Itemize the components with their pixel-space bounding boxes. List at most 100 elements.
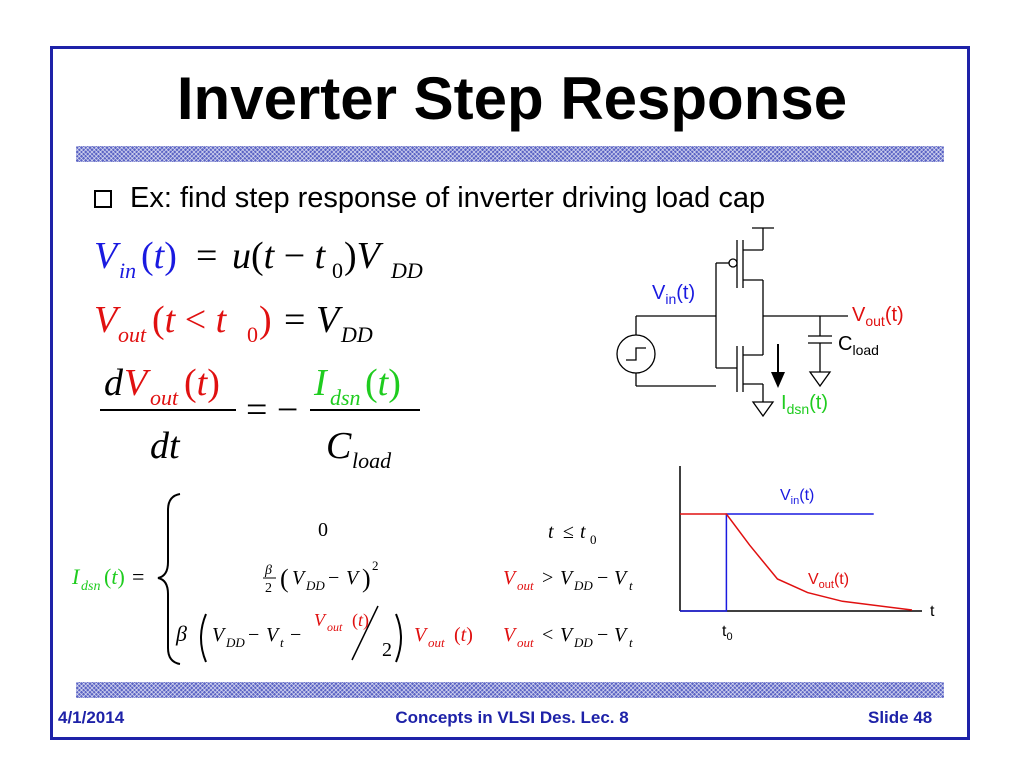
svg-text:(t): (t) bbox=[365, 362, 401, 404]
svg-text:0: 0 bbox=[332, 258, 343, 283]
footer-course: Concepts in VLSI Des. Lec. 8 bbox=[395, 708, 629, 727]
bullet-text: Ex: find step response of inverter drivi… bbox=[130, 182, 766, 214]
svg-text:≤: ≤ bbox=[563, 521, 574, 543]
svg-text:=: = bbox=[196, 235, 217, 277]
svg-text:V: V bbox=[316, 299, 343, 341]
svg-text:dt: dt bbox=[150, 425, 181, 467]
svg-text:load: load bbox=[352, 448, 392, 473]
vout-waveform bbox=[680, 513, 913, 611]
svg-text:−: − bbox=[290, 624, 301, 646]
svg-text:DD: DD bbox=[305, 578, 325, 593]
svg-text:V: V bbox=[124, 362, 151, 404]
checkbox-bullet-icon bbox=[94, 190, 112, 208]
svg-text:I: I bbox=[71, 564, 81, 589]
svg-text:out: out bbox=[517, 635, 534, 650]
svg-text:t: t bbox=[280, 635, 284, 650]
svg-text:t: t bbox=[580, 521, 586, 543]
bullet-item: Ex: find step response of inverter drivi… bbox=[94, 182, 765, 215]
svg-text:V: V bbox=[292, 567, 307, 589]
svg-text:(t): (t) bbox=[104, 564, 125, 589]
svg-text:dsn: dsn bbox=[330, 385, 361, 410]
svg-text:−: − bbox=[248, 624, 259, 646]
svg-text:out: out bbox=[327, 620, 343, 634]
svg-text:I: I bbox=[313, 362, 329, 404]
svg-text:V: V bbox=[346, 567, 361, 589]
svg-text:>: > bbox=[542, 567, 553, 589]
svg-text:out: out bbox=[517, 578, 534, 593]
svg-text:−: − bbox=[597, 567, 608, 589]
svg-text:V: V bbox=[414, 624, 429, 646]
svg-text:V: V bbox=[560, 567, 575, 589]
svg-text:=: = bbox=[284, 299, 305, 341]
svg-text:DD: DD bbox=[340, 322, 373, 347]
svg-text:): ) bbox=[362, 564, 371, 593]
svg-text:t: t bbox=[548, 521, 554, 543]
svg-text:(t): (t) bbox=[141, 235, 177, 277]
svg-text:V: V bbox=[503, 567, 518, 589]
chart-x-axis-label: t bbox=[930, 603, 935, 620]
svg-text:0: 0 bbox=[318, 519, 328, 541]
idsn-label: Idsn(t) bbox=[781, 392, 829, 417]
footer-divider bbox=[76, 682, 944, 698]
svg-text:2: 2 bbox=[265, 581, 272, 596]
svg-text:): ) bbox=[259, 299, 272, 341]
svg-text:β: β bbox=[175, 621, 187, 646]
equation-vout-initial: V out (t < t 0 ) = V DD bbox=[94, 299, 373, 347]
svg-text:V: V bbox=[266, 624, 281, 646]
svg-text:2: 2 bbox=[382, 639, 392, 661]
equation-idsn-piecewise: I dsn (t) = 0 t ≤ t 0 β 2 ( V DD − V ) 2… bbox=[71, 493, 633, 665]
svg-text:t: t bbox=[629, 578, 633, 593]
svg-text:(: ( bbox=[280, 564, 289, 593]
svg-text:DD: DD bbox=[573, 635, 593, 650]
svg-text:d: d bbox=[104, 362, 124, 404]
svg-text:(t < t: (t < t bbox=[152, 299, 228, 341]
svg-text:V: V bbox=[503, 624, 518, 646]
chart-x-tick-label: t0 bbox=[722, 623, 733, 643]
svg-text:(t): (t) bbox=[184, 362, 220, 404]
svg-text:out: out bbox=[428, 635, 445, 650]
svg-text:2: 2 bbox=[372, 558, 379, 573]
svg-text:C: C bbox=[326, 425, 352, 467]
svg-text:V: V bbox=[614, 624, 629, 646]
title-divider bbox=[76, 146, 944, 162]
chart-legend-vin: Vin(t) bbox=[780, 487, 814, 507]
vin-waveform bbox=[680, 513, 874, 612]
svg-text:in: in bbox=[119, 258, 136, 283]
svg-text:dsn: dsn bbox=[81, 579, 100, 594]
svg-text:DD: DD bbox=[390, 258, 423, 283]
svg-text:β: β bbox=[264, 563, 272, 578]
footer-date: 4/1/2014 bbox=[58, 708, 125, 727]
slide-frame bbox=[50, 46, 970, 740]
footer-slide-number: Slide 48 bbox=[868, 708, 933, 727]
svg-text:V: V bbox=[94, 235, 121, 277]
equation-dvout-dt: d V out (t) dt = − I dsn (t) C load bbox=[100, 362, 420, 473]
slide-title: Inverter Step Response bbox=[176, 65, 848, 132]
svg-text:0: 0 bbox=[247, 322, 258, 347]
svg-text:DD: DD bbox=[573, 578, 593, 593]
svg-text:(t): (t) bbox=[454, 624, 473, 646]
svg-text:out: out bbox=[150, 385, 179, 410]
vout-label: Vout(t) bbox=[852, 304, 904, 329]
svg-text:V: V bbox=[314, 610, 327, 630]
svg-text:DD: DD bbox=[225, 635, 245, 650]
svg-text:= −: = − bbox=[246, 389, 298, 431]
cload-label: Cload bbox=[838, 333, 879, 358]
svg-text:)V: )V bbox=[344, 235, 384, 277]
svg-text:=: = bbox=[132, 564, 144, 589]
svg-text:(t): (t) bbox=[352, 610, 369, 631]
svg-text:V: V bbox=[212, 624, 227, 646]
equation-vin: V in (t) = u(t − t 0 )V DD bbox=[94, 235, 423, 283]
svg-text:<: < bbox=[542, 624, 553, 646]
svg-text:−: − bbox=[328, 567, 339, 589]
svg-text:out: out bbox=[118, 322, 147, 347]
vin-label: Vin(t) bbox=[652, 282, 696, 307]
svg-text:−: − bbox=[597, 624, 608, 646]
svg-text:u(t − t: u(t − t bbox=[232, 235, 327, 277]
svg-text:t: t bbox=[629, 635, 633, 650]
chart-legend-vout: Vout(t) bbox=[808, 571, 849, 591]
svg-text:V: V bbox=[560, 624, 575, 646]
svg-text:V: V bbox=[94, 299, 121, 341]
